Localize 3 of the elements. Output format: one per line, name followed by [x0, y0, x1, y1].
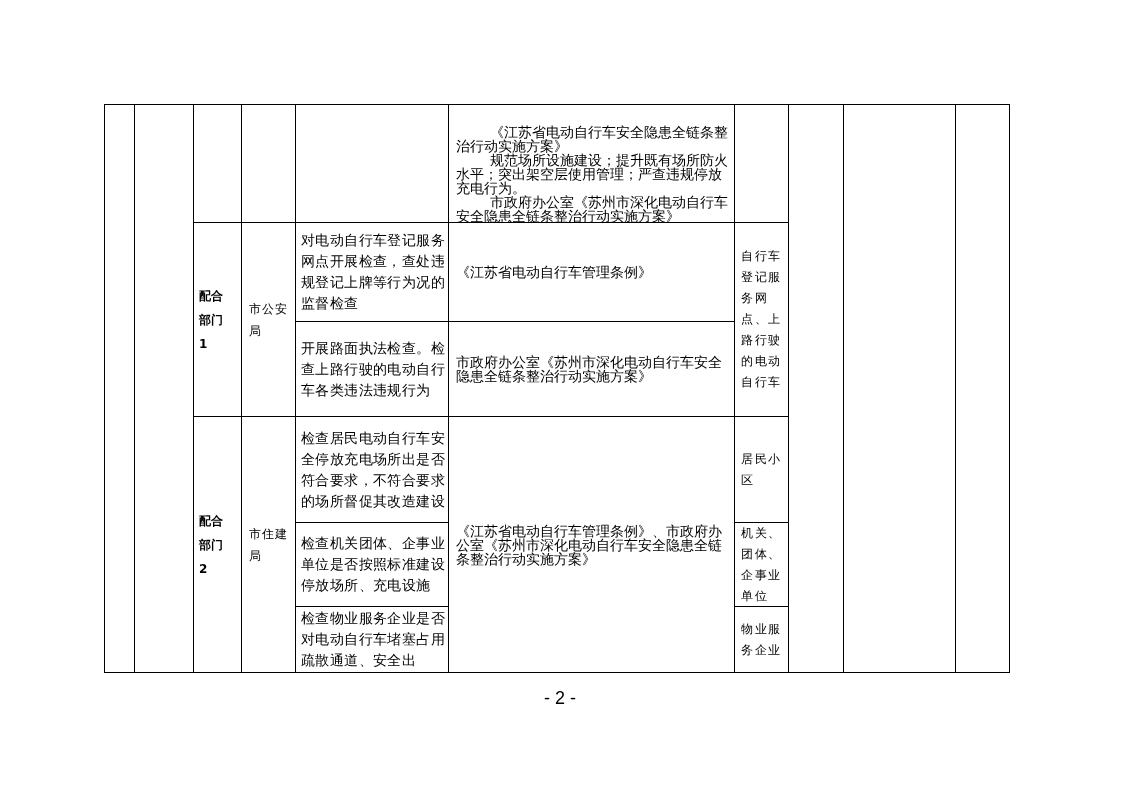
- page-number: - 2 -: [543, 688, 577, 709]
- paragraph: 《江苏省电动自行车安全隐患全链条整治行动实施方案》: [456, 125, 729, 153]
- paragraph: 规范场所设施建设；提升既有场所防火水平；突出架空层使用管理；严查违规停放充电行为。: [456, 153, 729, 195]
